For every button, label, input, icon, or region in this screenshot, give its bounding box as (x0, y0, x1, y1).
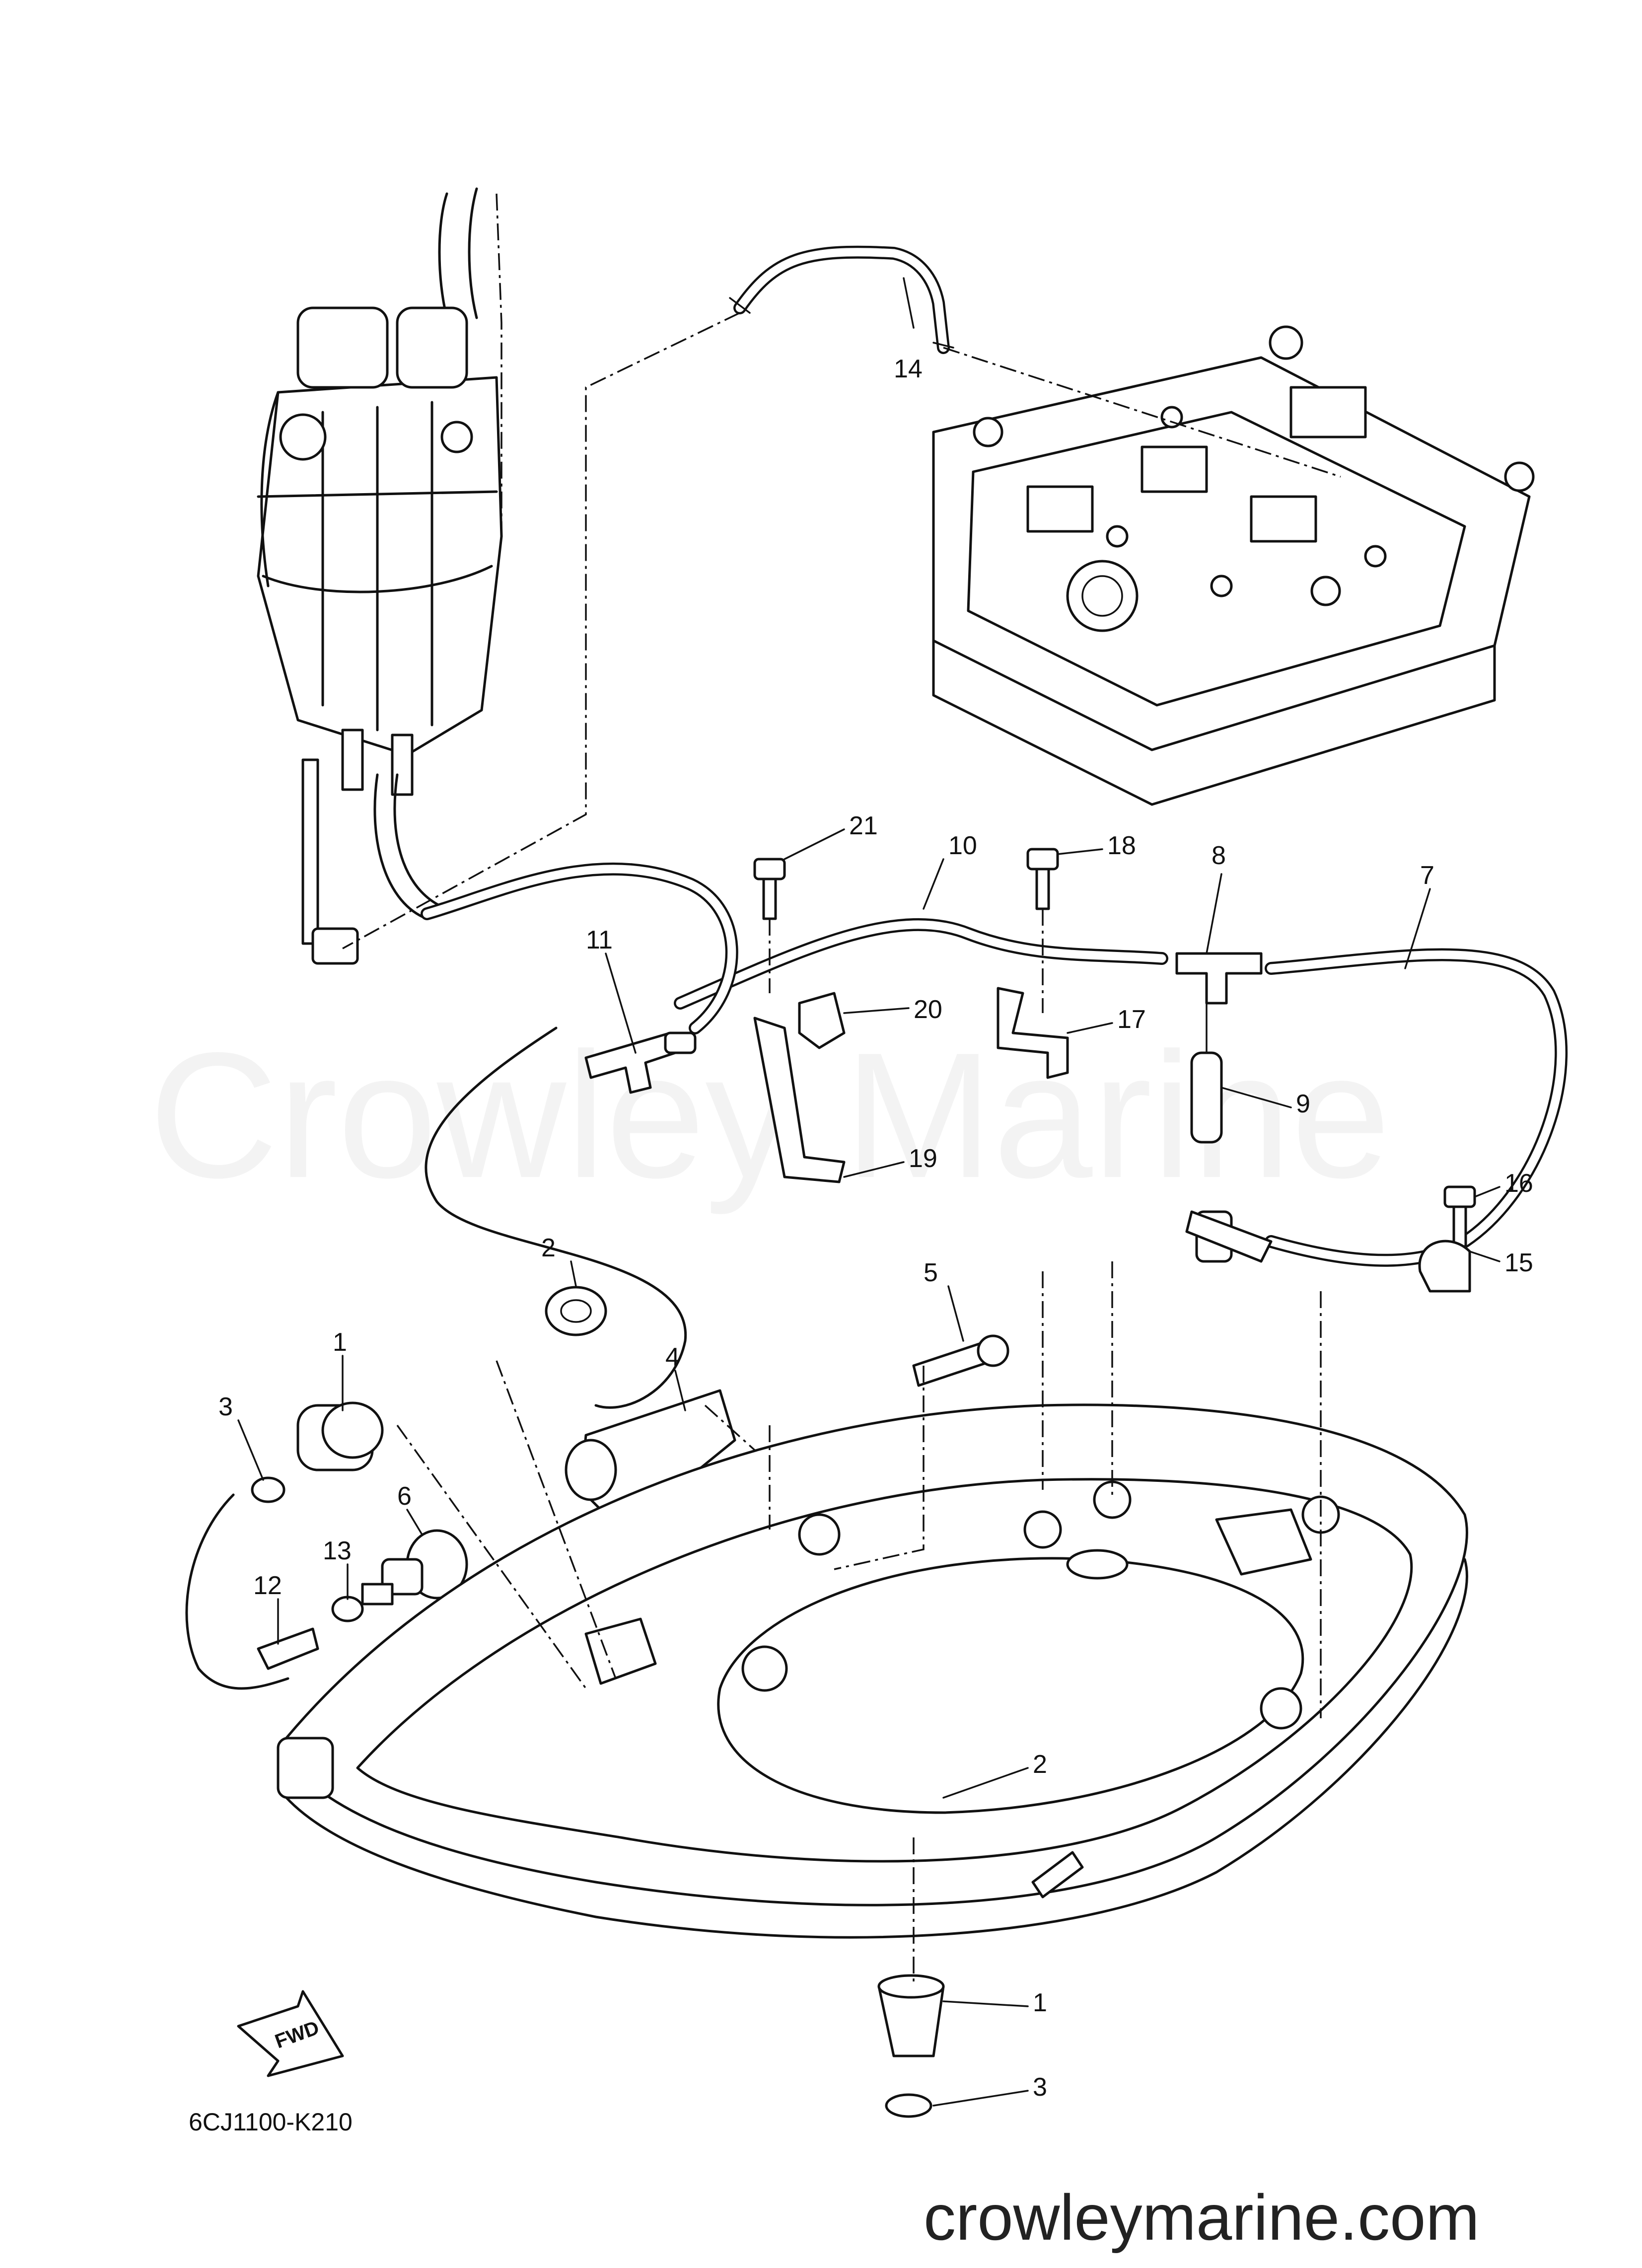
hose-filter-return (421, 862, 738, 1034)
callout-20: 20 (914, 995, 942, 1024)
leader-lines (237, 277, 1500, 2107)
callout-21: 21 (849, 811, 878, 840)
callout-5: 5 (924, 1258, 938, 1287)
callout-18: 18 (1107, 831, 1136, 860)
routing-lines (342, 312, 1341, 950)
callout-1-lower: 1 (1033, 1988, 1047, 2017)
diagram-code: 6CJ1100-K210 (189, 2108, 353, 2136)
callout-9: 9 (1296, 1090, 1310, 1118)
fwd-arrow: FWD (237, 1990, 344, 2077)
callout-2-upper: 2 (541, 1234, 556, 1262)
brackets (753, 987, 1471, 1293)
bolt-21 (753, 858, 786, 993)
hose-12 (257, 1627, 319, 1670)
nipple-right (1185, 1210, 1273, 1263)
bolt-18 (1026, 848, 1059, 1013)
hose-7 (1265, 948, 1568, 1267)
callout-2-lower: 2 (1033, 1750, 1047, 1779)
joint-8 (1175, 952, 1263, 1144)
fuel-pump-assembly (257, 187, 503, 965)
callout-12: 12 (253, 1571, 282, 1600)
callout-4: 4 (665, 1343, 680, 1372)
joint-11 (584, 1031, 697, 1094)
adapter-6 (361, 1529, 468, 1606)
grommet-2-upper (545, 1286, 607, 1336)
callout-6: 6 (397, 1482, 412, 1511)
callout-13: 13 (323, 1536, 352, 1565)
clamp-3-lower (885, 2093, 932, 2118)
hose-10 (674, 918, 1168, 1010)
callout-14: 14 (894, 355, 923, 383)
bottom-cowling (277, 1261, 1468, 1981)
screw-5 (912, 1334, 1009, 1387)
callout-1-upper: 1 (333, 1328, 347, 1357)
clamp-13 (331, 1596, 364, 1622)
callout-10: 10 (948, 831, 977, 860)
small-parts (251, 1210, 1273, 2118)
grommet-4 (565, 1389, 736, 1521)
callout-7: 7 (1420, 861, 1434, 890)
clamp-3-upper (251, 1476, 286, 1503)
callout-3-upper: 3 (218, 1392, 233, 1421)
callout-15: 15 (1504, 1248, 1533, 1277)
connector-1-lower (877, 1974, 945, 2057)
footer-url: crowleymarine.com (924, 2181, 1480, 2254)
upper-bracket-plate (932, 325, 1535, 806)
hose-14 (729, 245, 954, 354)
connector-1-upper (296, 1401, 384, 1471)
callout-19: 19 (909, 1144, 937, 1173)
callout-16: 16 (1504, 1169, 1533, 1198)
bolts (753, 848, 1476, 1248)
callout-numbers: 14 10 21 18 8 7 11 20 17 9 19 16 15 2 5 … (218, 355, 1533, 2102)
callout-17: 17 (1117, 1005, 1146, 1034)
hose-12-loop (185, 1026, 687, 1690)
callout-11: 11 (586, 926, 613, 954)
callout-8: 8 (1212, 841, 1226, 870)
callout-3-lower: 3 (1033, 2073, 1047, 2102)
